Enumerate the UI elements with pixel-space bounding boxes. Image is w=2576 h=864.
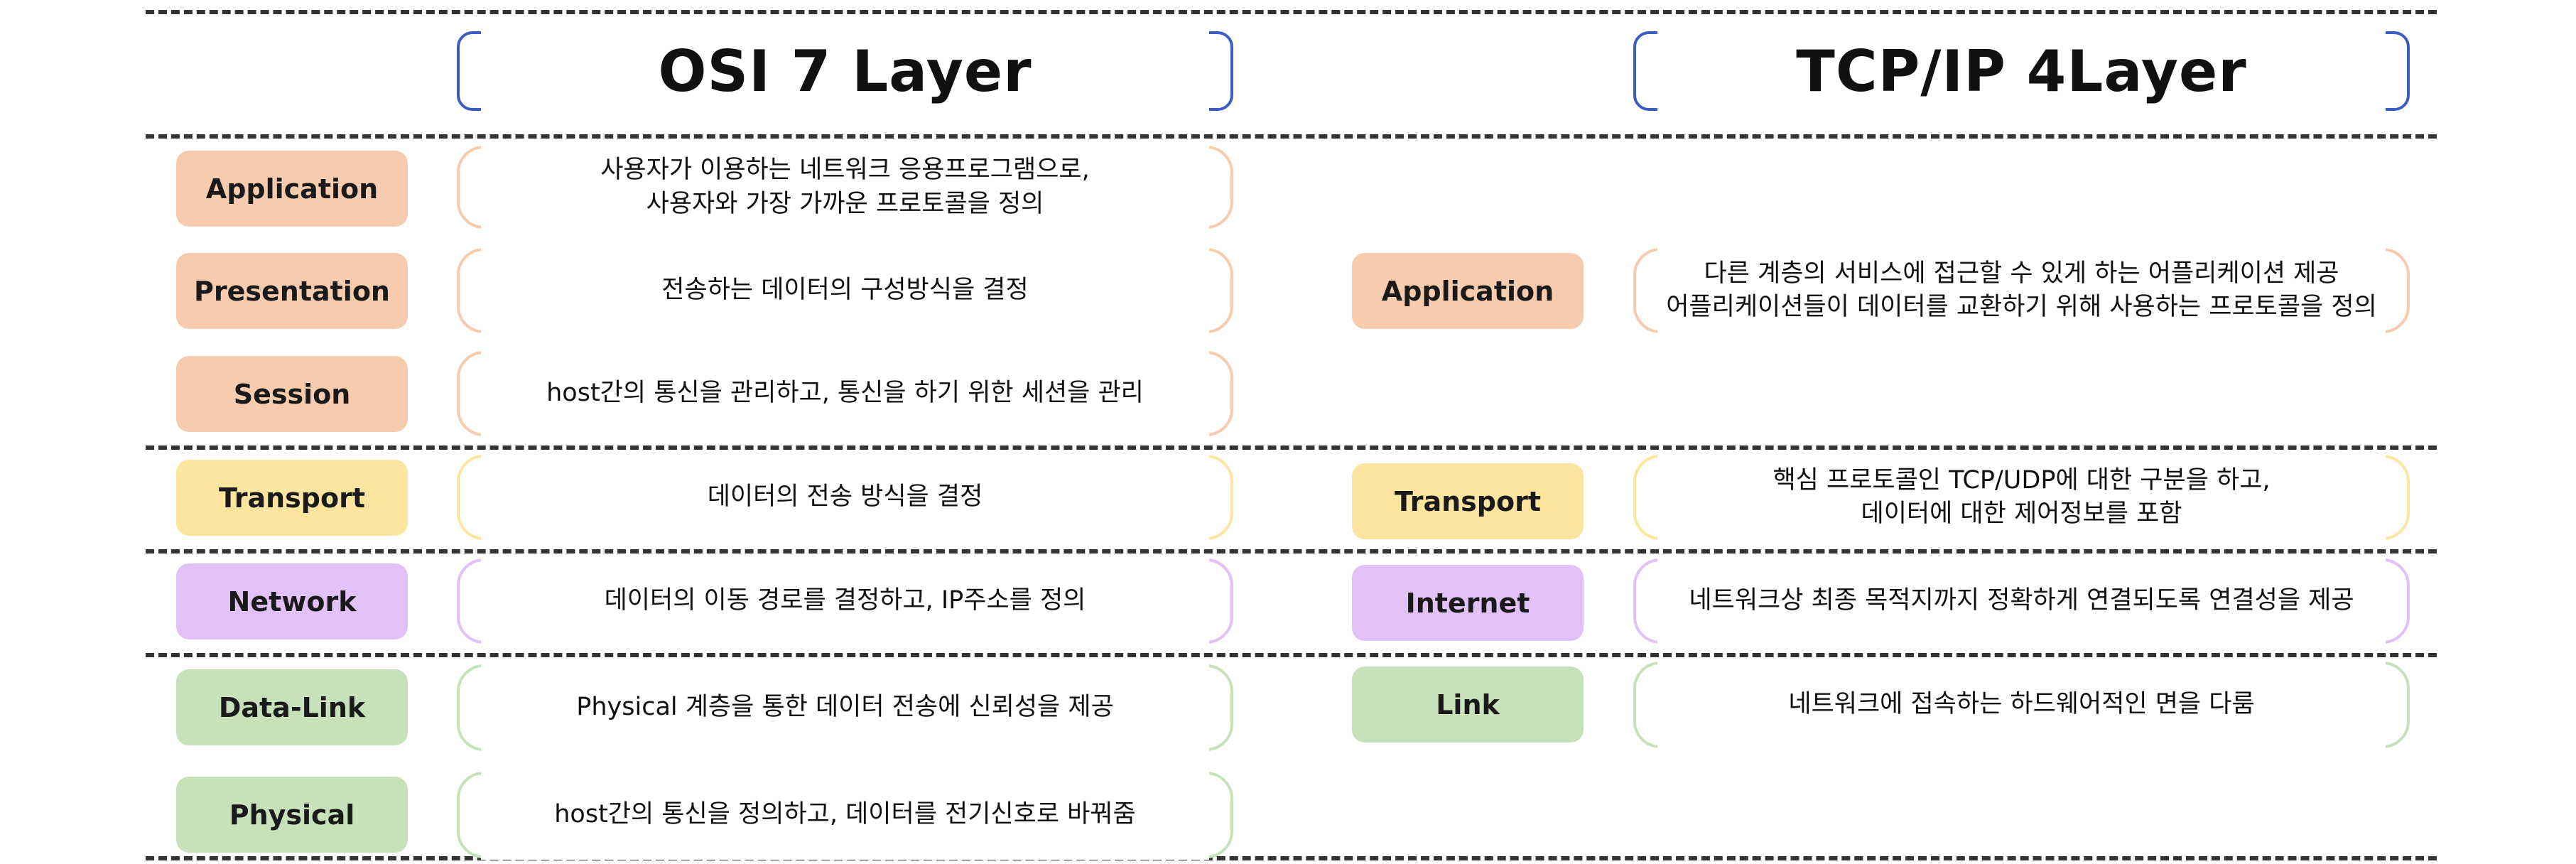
divider-session-transport xyxy=(146,446,2437,450)
osi-desc-session: host간의 통신을 관리하고, 통신을 하기 위한 세션을 관리 xyxy=(546,379,1144,408)
tcpip-layer-internet: Internet xyxy=(1352,565,1584,641)
osi-desc-transport: 데이터의 전송 방식을 결정 xyxy=(707,482,983,512)
osi-desc-application-box: 사용자가 이용하는 네트워크 응용프로그램으로, 사용자와 가장 가까운 프로토… xyxy=(457,144,1233,230)
tcpip-desc-transport: 핵심 프로토콜인 TCP/UDP에 대한 구분을 하고, 데이터에 대한 제어정… xyxy=(1773,465,2271,528)
osi-title: OSI 7 Layer xyxy=(658,38,1032,104)
osi-title-box: OSI 7 Layer xyxy=(457,30,1233,112)
divider-header xyxy=(146,134,2437,139)
osi-desc-physical-box: host간의 통신을 정의하고, 데이터를 전기신호로 바꿔줌 xyxy=(457,770,1233,860)
osi-layer-data-link: Data-Link xyxy=(176,669,408,745)
osi-layer-physical: Physical xyxy=(176,777,408,853)
osi-layer-transport: Transport xyxy=(176,460,408,536)
tcpip-layer-link: Link xyxy=(1352,666,1584,742)
tcpip-desc-internet: 네트워크상 최종 목적지까지 정확하게 연결되도록 연결성을 제공 xyxy=(1689,586,2354,615)
divider-top xyxy=(146,10,2437,14)
tcpip-desc-application-box: 다른 계층의 서비스에 접근할 수 있게 하는 어플리케이션 제공 어플리케이션… xyxy=(1633,247,2410,335)
divider-transport-network xyxy=(146,549,2437,554)
osi-layer-application: Application xyxy=(176,151,408,227)
tcpip-desc-link-box: 네트워크에 접속하는 하드웨어적인 면을 다룸 xyxy=(1633,660,2410,750)
osi-layer-presentation: Presentation xyxy=(176,253,408,329)
tcpip-desc-link: 네트워크에 접속하는 하드웨어적인 면을 다룸 xyxy=(1788,690,2255,719)
tcpip-desc-application: 다른 계층의 서비스에 접근할 수 있게 하는 어플리케이션 제공 어플리케이션… xyxy=(1666,259,2377,321)
osi-desc-network-box: 데이터의 이동 경로를 결정하고, IP주소를 정의 xyxy=(457,557,1233,645)
osi-desc-session-box: host간의 통신을 관리하고, 통신을 하기 위한 세션을 관리 xyxy=(457,350,1233,438)
osi-desc-data-link: Physical 계층을 통한 데이터 전송에 신뢰성을 제공 xyxy=(576,693,1114,722)
osi-desc-data-link-box: Physical 계층을 통한 데이터 전송에 신뢰성을 제공 xyxy=(457,663,1233,752)
osi-desc-physical: host간의 통신을 정의하고, 데이터를 전기신호로 바꿔줌 xyxy=(554,800,1136,829)
tcpip-desc-transport-box: 핵심 프로토콜인 TCP/UDP에 대한 구분을 하고, 데이터에 대한 제어정… xyxy=(1633,453,2410,541)
tcpip-layer-application: Application xyxy=(1352,253,1584,329)
osi-layer-network: Network xyxy=(176,563,408,639)
osi-layer-session: Session xyxy=(176,356,408,432)
tcpip-title-box: TCP/IP 4Layer xyxy=(1633,30,2410,112)
osi-desc-transport-box: 데이터의 전송 방식을 결정 xyxy=(457,453,1233,541)
tcpip-layer-transport: Transport xyxy=(1352,463,1584,539)
divider-bottom xyxy=(146,856,2437,860)
osi-desc-application: 사용자가 이용하는 네트워크 응용프로그램으로, 사용자와 가장 가까운 프로토… xyxy=(600,156,1090,218)
osi-desc-network: 데이터의 이동 경로를 결정하고, IP주소를 정의 xyxy=(604,586,1086,615)
osi-desc-presentation-box: 전송하는 데이터의 구성방식을 결정 xyxy=(457,247,1233,335)
osi-desc-presentation: 전송하는 데이터의 구성방식을 결정 xyxy=(661,276,1029,305)
tcpip-title: TCP/IP 4Layer xyxy=(1796,38,2247,104)
divider-network-datalink xyxy=(146,653,2437,657)
tcpip-desc-internet-box: 네트워크상 최종 목적지까지 정확하게 연결되도록 연결성을 제공 xyxy=(1633,557,2410,645)
